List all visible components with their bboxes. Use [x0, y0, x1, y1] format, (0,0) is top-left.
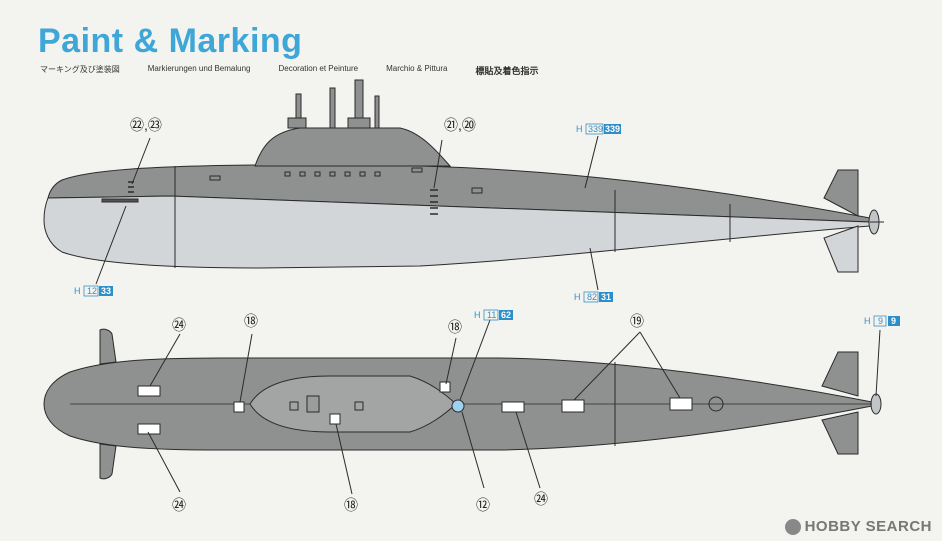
svg-text:H: H [574, 292, 581, 302]
callout-22-23: ㉒,㉓ [130, 117, 162, 133]
color-code-9: H 9 9 [864, 315, 900, 327]
subtitle-italian: Marchio & Pittura [386, 64, 448, 73]
side-tail-fin-bottom [823, 225, 859, 273]
color-code-33: H 12 33 [74, 285, 113, 297]
svg-text:9: 9 [891, 316, 896, 326]
callout-21-20: ㉑,⑳ [444, 117, 476, 133]
leader-line [433, 139, 443, 189]
top-periscope-base [306, 395, 320, 413]
svg-text:31: 31 [601, 292, 611, 302]
svg-text:9: 9 [878, 316, 883, 326]
svg-text:H: H [474, 310, 481, 320]
top-hatch [289, 401, 299, 411]
callout-24-right: ㉔ [534, 491, 548, 507]
decal-19-b [669, 397, 693, 411]
svg-text:339: 339 [605, 124, 620, 134]
svg-text:339: 339 [588, 124, 603, 134]
callout-24-bottom: ㉔ [172, 497, 186, 513]
callout-18-sail: ⑱ [448, 319, 462, 335]
subtitle-chinese: 標貼及着色指示 [475, 66, 539, 76]
decal-12-emblem [451, 399, 465, 413]
top-tail-fin-lower [821, 411, 859, 455]
watermark-logo-icon [784, 518, 801, 535]
leader-line [95, 205, 127, 285]
leader-line [131, 137, 151, 185]
subtitle-french: Decoration et Peinture [278, 64, 359, 73]
top-sail [249, 375, 457, 433]
mast-base [287, 117, 307, 129]
leader-line [461, 411, 485, 489]
decal-19-a [561, 399, 585, 413]
leader-line [639, 331, 681, 399]
svg-text:H: H [576, 124, 583, 134]
top-hatch [354, 401, 364, 411]
subtitle-german: Markierungen und Bemalung [147, 64, 251, 73]
leader-line [149, 333, 181, 387]
leader-line [515, 411, 541, 489]
top-view-submarine [43, 319, 882, 495]
leader-line [875, 329, 881, 397]
watermark-text: HOBBY SEARCH [804, 518, 932, 535]
watermark: HOBBY SEARCH [784, 518, 932, 535]
color-code-31: H 82 31 [574, 291, 613, 303]
subtitle-japanese: マーキング及び塗装図 [40, 65, 120, 74]
leader-line [445, 337, 457, 385]
svg-text:12: 12 [87, 286, 97, 296]
top-tail-fin-upper [821, 351, 859, 397]
side-hull-lower [43, 195, 871, 269]
svg-text:H: H [864, 316, 871, 326]
callout-12: ⑫ [476, 497, 490, 513]
color-code-339: H 339 339 [576, 123, 621, 135]
leader-line [239, 333, 253, 403]
forward-plane-bottom [99, 443, 117, 480]
draft-marks [128, 181, 438, 215]
svg-text:33: 33 [101, 286, 111, 296]
leader-line [147, 431, 181, 493]
callout-18-top: ⑱ [244, 313, 258, 329]
callout-24-top: ㉔ [172, 317, 186, 333]
decal-24-top [137, 385, 161, 397]
side-sail [254, 127, 452, 167]
side-view-submarine [43, 79, 884, 291]
color-code-62: H 11 62 [474, 309, 513, 321]
leader-line [584, 135, 599, 189]
mast-4 [374, 95, 380, 129]
top-propeller [870, 393, 882, 415]
top-round-hatch [708, 396, 724, 412]
mast-2 [329, 87, 336, 129]
decal-18-c [439, 381, 451, 393]
side-hatches [209, 167, 483, 194]
leader-line [459, 319, 491, 401]
svg-text:H: H [74, 286, 81, 296]
leader-line [573, 331, 641, 401]
leader-line [335, 423, 353, 495]
svg-text:11: 11 [487, 310, 496, 320]
decal-24-bottom [137, 423, 161, 435]
leader-line [589, 247, 599, 291]
side-tail-fin-top [823, 169, 859, 217]
subtitle-row: マーキング及び塗装図 Markierungen und Bemalung Dec… [40, 64, 538, 77]
forward-plane-top [99, 328, 117, 365]
decal-18-b [329, 413, 341, 425]
callout-19: ⑲ [630, 313, 644, 329]
svg-text:62: 62 [501, 310, 511, 320]
page-title: Paint & Marking [38, 22, 303, 60]
mast-base-2 [347, 117, 371, 129]
callout-18-bottom: ⑱ [344, 497, 358, 513]
decal-18-a [233, 401, 245, 413]
decal-24-right [501, 401, 525, 413]
svg-text:82: 82 [587, 292, 597, 302]
side-stripe-decal [101, 198, 139, 203]
